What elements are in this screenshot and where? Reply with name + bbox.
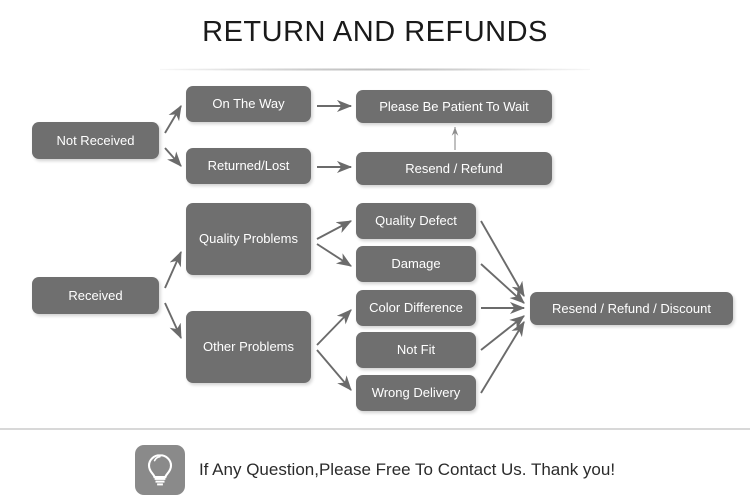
node-quality-problems[interactable]: Quality Problems	[186, 203, 311, 275]
footer-divider	[0, 428, 750, 430]
node-wrong-delivery[interactable]: Wrong Delivery	[356, 375, 476, 411]
flowchart-canvas: Not Received On The Way Returned/Lost Pl…	[32, 86, 733, 411]
node-label: Quality Problems	[199, 231, 298, 247]
node-not-received[interactable]: Not Received	[32, 122, 159, 159]
edge-quality-defect-final	[480, 220, 525, 297]
edge-received-other-problems	[164, 302, 182, 340]
node-label: Other Problems	[202, 339, 295, 355]
node-received[interactable]: Received	[32, 277, 159, 314]
node-label: On The Way	[212, 96, 285, 112]
node-label: Quality Defect	[375, 213, 457, 229]
node-returned-lost[interactable]: Returned/Lost	[186, 148, 311, 184]
node-resend-refund[interactable]: Resend / Refund	[356, 152, 552, 185]
footer-text: If Any Question,Please Free To Contact U…	[198, 460, 616, 479]
edge-other-problems-wrong-delivery	[316, 349, 352, 391]
node-label: Resend / Refund / Discount	[552, 300, 711, 316]
lightbulb-icon	[134, 445, 185, 495]
node-label: Color Difference	[369, 300, 463, 316]
node-damage[interactable]: Damage	[356, 246, 476, 282]
node-not-fit[interactable]: Not Fit	[356, 332, 476, 368]
node-label: Not Received	[56, 132, 135, 148]
node-label: Resend / Refund	[405, 160, 503, 176]
edge-not-received-returned-lost	[164, 147, 182, 167]
node-resend-refund-discount[interactable]: Resend / Refund / Discount	[530, 292, 733, 325]
node-label: Returned/Lost	[207, 158, 290, 174]
footer: If Any Question,Please Free To Contact U…	[0, 440, 750, 500]
node-label: Damage	[391, 256, 441, 272]
edge-quality-problems-quality-defect	[316, 220, 353, 240]
node-label: Received	[68, 287, 123, 303]
edge-damage-final	[480, 263, 525, 304]
node-on-the-way[interactable]: On The Way	[186, 86, 311, 122]
node-label: Wrong Delivery	[371, 385, 461, 401]
edge-received-quality-problems	[164, 250, 182, 289]
node-other-problems[interactable]: Other Problems	[186, 311, 311, 383]
node-label: Not Fit	[396, 342, 436, 358]
node-quality-defect[interactable]: Quality Defect	[356, 203, 476, 239]
node-color-difference[interactable]: Color Difference	[356, 290, 476, 326]
edge-other-problems-color-difference	[316, 309, 352, 346]
page-title: RETURN AND REFUNDS	[202, 16, 548, 48]
arrow-layer	[164, 99, 526, 394]
edge-not-received-on-the-way	[164, 105, 182, 134]
title-divider	[160, 68, 590, 71]
node-label: Please Be Patient To Wait	[379, 98, 529, 114]
edge-quality-problems-damage	[316, 243, 352, 267]
edge-wrong-delivery-final	[480, 321, 525, 394]
node-please-be-patient-to-wait[interactable]: Please Be Patient To Wait	[356, 90, 552, 123]
